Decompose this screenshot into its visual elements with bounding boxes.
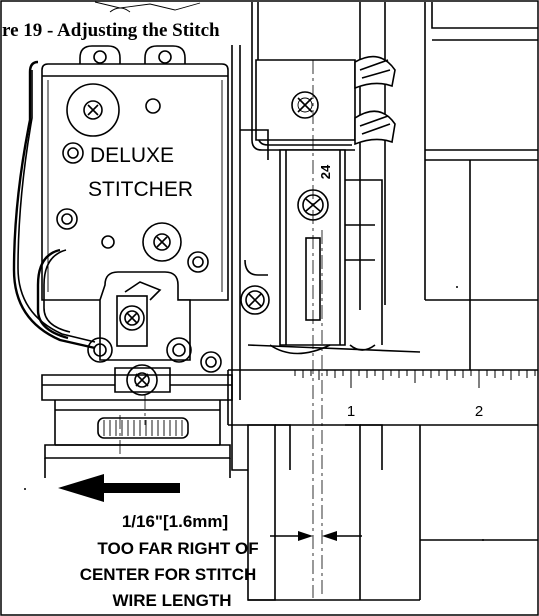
offset-dimension — [270, 531, 362, 541]
note-line-1: 1/16"[1.6mm] — [122, 512, 228, 531]
note-line-3: CENTER FOR STITCH — [80, 565, 257, 584]
note-line-2: TOO FAR RIGHT OF — [97, 539, 258, 558]
brand-line-2: STITCHER — [88, 178, 193, 201]
figure-title: re 19 - Adjusting the Stitch — [2, 20, 220, 41]
note-line-4: WIRE LENGTH — [113, 591, 232, 610]
adjustment-note: 1/16"[1.6mm] TOO FAR RIGHT OF CENTER FOR… — [80, 512, 259, 610]
direction-arrow — [58, 474, 180, 502]
mark-dot — [24, 488, 26, 490]
clincher-assembly: 24 — [231, 2, 538, 400]
clincher-number: 24 — [318, 164, 333, 179]
mark-dot — [482, 539, 484, 541]
bed-frame — [231, 344, 538, 601]
center-lines — [119, 60, 323, 598]
brand-line-1: DELUXE — [90, 144, 174, 167]
stitcher-head: DELUXE STITCHER — [12, 45, 233, 478]
ruler-label-1: 1 — [347, 403, 355, 420]
ruler-ticks — [294, 370, 536, 388]
mark-dot — [456, 286, 458, 288]
top-cropped-parts — [94, 1, 201, 13]
ruler: 1 2 — [227, 369, 538, 426]
ruler-label-2: 2 — [475, 403, 483, 420]
